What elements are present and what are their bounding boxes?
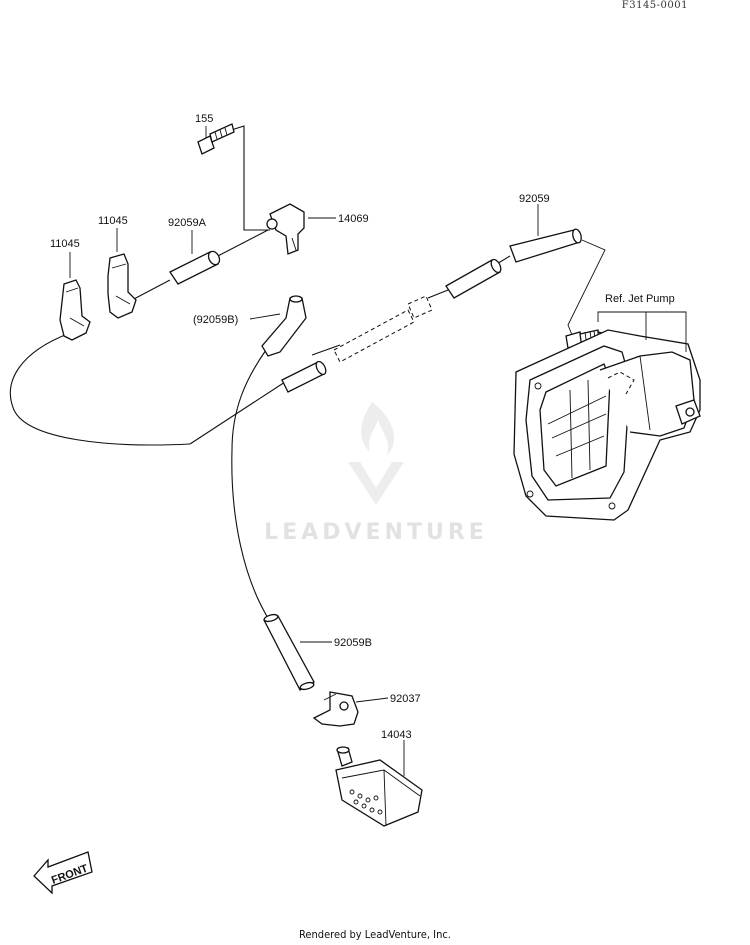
drawing-reference: F3145-0001 [621, 0, 688, 11]
watermark-logo [348, 402, 404, 505]
front-arrow: FRONT [33, 851, 93, 895]
label-11045-right: 11045 [98, 215, 128, 227]
label-14043: 14043 [381, 729, 412, 741]
label-11045-left: 11045 [50, 238, 80, 250]
leader-lines [69, 126, 687, 776]
footer-credit: Rendered by LeadVenture, Inc. [299, 928, 451, 941]
hose-92059B-long [263, 613, 315, 691]
label-92037: 92037 [390, 693, 421, 705]
bolt-155 [197, 123, 235, 155]
hose-segment-dashed [333, 295, 433, 363]
clamp-11045-left [59, 279, 91, 341]
label-14069: 14069 [338, 213, 369, 225]
label-92059: 92059 [519, 193, 550, 205]
watermark-text: LEADVENTURE [264, 520, 488, 545]
filter-box-holes [349, 789, 383, 815]
hose-92059A [169, 250, 221, 285]
filter-box-14043 [335, 746, 423, 827]
hose-segment-center [281, 360, 327, 393]
hose-segment-upper [445, 258, 502, 299]
fitting-14069 [266, 203, 305, 255]
jet-pump-housing [513, 329, 701, 521]
hose-routing-lines [9, 125, 606, 619]
clamp-11045-right [107, 253, 137, 319]
label-92059B-paren: (92059B) [193, 314, 238, 326]
clip-92037 [312, 691, 359, 727]
hose-92059 [509, 228, 582, 263]
label-ref-jet-pump: Ref. Jet Pump [605, 293, 675, 305]
label-92059B: 92059B [334, 637, 372, 649]
label-92059A: 92059A [168, 217, 207, 229]
hose-92059B-bent [261, 295, 307, 357]
label-155: 155 [195, 113, 213, 125]
